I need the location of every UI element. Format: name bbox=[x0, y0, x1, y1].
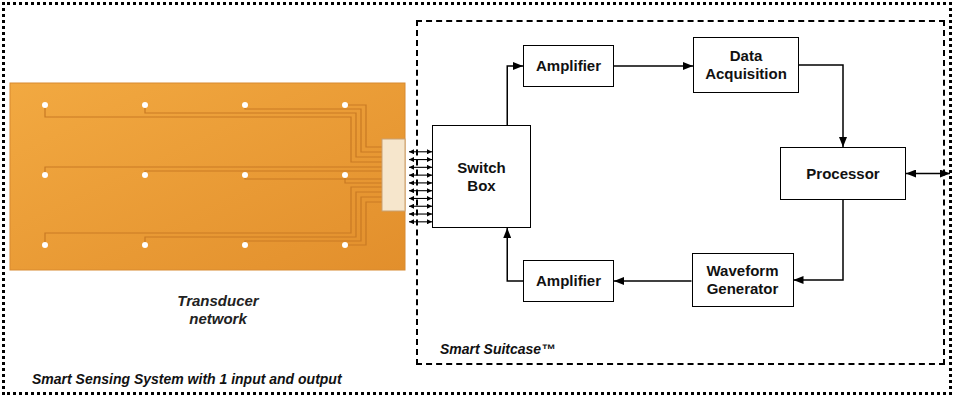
process-box: Data Acquisition bbox=[693, 37, 799, 93]
box-label: Amplifier bbox=[536, 272, 601, 290]
process-box: Switch Box bbox=[432, 125, 531, 228]
box-label: Switch Box bbox=[452, 159, 512, 195]
transducer-network: Transducer network bbox=[10, 83, 405, 270]
pcb-connector bbox=[382, 139, 405, 211]
cable-arrow bbox=[409, 159, 432, 160]
suitcase-boundary: Smart Suitcase™ Amplifier Data Acquisition… bbox=[416, 20, 945, 365]
cable-arrow bbox=[409, 190, 432, 191]
signal-arrow bbox=[794, 200, 844, 280]
process-box: Processor bbox=[780, 147, 906, 200]
cable-arrow bbox=[409, 151, 432, 152]
signal-arrow bbox=[507, 228, 523, 281]
cable-arrow bbox=[409, 175, 432, 176]
signal-arrow bbox=[614, 65, 693, 67]
cable-arrow bbox=[409, 167, 432, 168]
box-label: Amplifier bbox=[536, 57, 601, 75]
box-label: Data Acquisition bbox=[700, 47, 792, 83]
cable-arrow bbox=[409, 213, 432, 214]
signal-arrow bbox=[507, 66, 523, 125]
box-label: Processor bbox=[806, 165, 879, 183]
suitcase-caption: Smart Suitcase™ bbox=[440, 341, 660, 358]
process-box: Amplifier bbox=[523, 260, 614, 302]
pcb-sheet bbox=[10, 83, 405, 270]
cable-arrow bbox=[409, 182, 432, 183]
network-caption: Transducer network bbox=[158, 292, 278, 328]
pcb-traces bbox=[45, 105, 382, 245]
box-label: Waveform Generator bbox=[699, 262, 787, 298]
transducer-dots bbox=[42, 102, 348, 248]
cable-arrow bbox=[409, 221, 432, 222]
cable-arrow bbox=[409, 198, 432, 199]
cable-arrow bbox=[409, 206, 432, 207]
signal-arrow bbox=[799, 65, 843, 147]
system-caption: Smart Sensing System with 1 input and ou… bbox=[32, 371, 452, 388]
signal-arrow bbox=[614, 280, 692, 282]
process-box: Waveform Generator bbox=[692, 253, 794, 307]
process-box: Amplifier bbox=[523, 45, 614, 87]
